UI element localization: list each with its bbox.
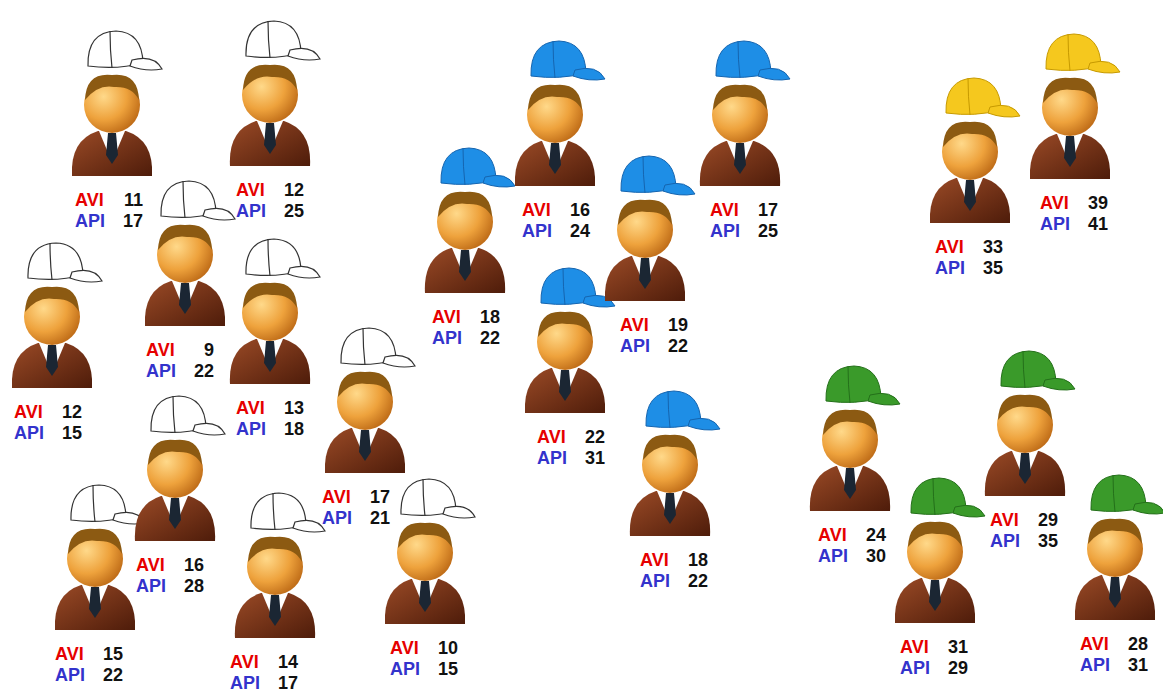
- avi-value: 13: [274, 398, 304, 418]
- api-label: API: [136, 576, 166, 596]
- avi-value: 16: [174, 555, 204, 575]
- avi-value: 9: [184, 340, 214, 360]
- avi-value: 22: [575, 427, 605, 447]
- api-label: API: [1080, 655, 1110, 675]
- api-value: 28: [174, 576, 204, 596]
- avi-label: AVI: [522, 200, 551, 220]
- api-label: API: [146, 361, 176, 381]
- avi-label: AVI: [935, 237, 964, 257]
- api-value: 31: [575, 448, 605, 468]
- avi-label: AVI: [1080, 634, 1109, 654]
- avi-label: AVI: [990, 510, 1019, 530]
- api-value: 25: [274, 201, 304, 221]
- avi-value: 18: [470, 307, 500, 327]
- api-value: 29: [938, 658, 968, 678]
- api-value: 21: [360, 508, 390, 528]
- api-label: API: [236, 419, 266, 439]
- avi-value: 17: [360, 487, 390, 507]
- white-cap-group: [28, 21, 475, 532]
- api-value: 30: [856, 546, 886, 566]
- api-label: API: [75, 211, 105, 231]
- api-value: 22: [658, 336, 688, 356]
- api-value: 18: [274, 419, 304, 439]
- avi-value: 28: [1118, 634, 1148, 654]
- api-label: API: [1040, 214, 1070, 234]
- api-value: 35: [1028, 531, 1058, 551]
- avi-label: AVI: [537, 427, 566, 447]
- avi-value: 18: [678, 550, 708, 570]
- api-label: API: [230, 673, 260, 693]
- avi-label: AVI: [14, 402, 43, 422]
- avi-label: AVI: [146, 340, 175, 360]
- api-label: API: [390, 659, 420, 679]
- avi-value: 31: [938, 637, 968, 657]
- avi-label: AVI: [710, 200, 739, 220]
- avi-label: AVI: [236, 180, 265, 200]
- avi-label: AVI: [236, 398, 265, 418]
- api-label: API: [620, 336, 650, 356]
- api-label: API: [537, 448, 567, 468]
- avi-value: 33: [973, 237, 1003, 257]
- avi-label: AVI: [818, 525, 847, 545]
- api-label: API: [236, 201, 266, 221]
- api-value: 22: [678, 571, 708, 591]
- avi-value: 29: [1028, 510, 1058, 530]
- avi-value: 19: [658, 315, 688, 335]
- avi-label: AVI: [640, 550, 669, 570]
- api-value: 17: [268, 673, 298, 693]
- api-label: API: [990, 531, 1020, 551]
- avi-label: AVI: [230, 652, 259, 672]
- avi-value: 15: [93, 644, 123, 664]
- api-label: API: [432, 328, 462, 348]
- api-label: API: [710, 221, 740, 241]
- api-value: 17: [113, 211, 143, 231]
- avi-value: 17: [748, 200, 778, 220]
- avi-label: AVI: [136, 555, 165, 575]
- avi-value: 16: [560, 200, 590, 220]
- api-value: 15: [52, 423, 82, 443]
- avi-label: AVI: [390, 638, 419, 658]
- api-value: 41: [1078, 214, 1108, 234]
- api-value: 22: [470, 328, 500, 348]
- avi-label: AVI: [322, 487, 351, 507]
- avi-value: 12: [274, 180, 304, 200]
- api-label: API: [935, 258, 965, 278]
- avi-label: AVI: [75, 190, 104, 210]
- avi-value: 24: [856, 525, 886, 545]
- avi-value: 11: [113, 190, 143, 210]
- api-label: API: [900, 658, 930, 678]
- api-label: API: [640, 571, 670, 591]
- avi-value: 12: [52, 402, 82, 422]
- avi-label: AVI: [55, 644, 84, 664]
- api-value: 25: [748, 221, 778, 241]
- api-value: 22: [184, 361, 214, 381]
- person-group: [12, 65, 1155, 638]
- blue-cap-group: [441, 41, 790, 430]
- api-label: API: [55, 665, 85, 685]
- api-label: API: [14, 423, 44, 443]
- avi-value: 10: [428, 638, 458, 658]
- api-label: API: [818, 546, 848, 566]
- avi-value: 39: [1078, 193, 1108, 213]
- api-value: 35: [973, 258, 1003, 278]
- api-value: 31: [1118, 655, 1148, 675]
- api-value: 22: [93, 665, 123, 685]
- avi-value: 14: [268, 652, 298, 672]
- api-label: API: [322, 508, 352, 528]
- avi-label: AVI: [900, 637, 929, 657]
- api-label: API: [522, 221, 552, 241]
- api-value: 15: [428, 659, 458, 679]
- avi-label: AVI: [1040, 193, 1069, 213]
- avi-label: AVI: [620, 315, 649, 335]
- api-value: 24: [560, 221, 590, 241]
- avi-label: AVI: [432, 307, 461, 327]
